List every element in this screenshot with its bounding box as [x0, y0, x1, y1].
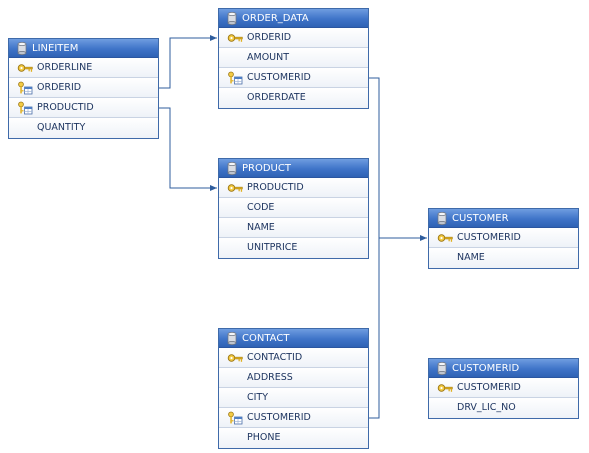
foreign-key-icon: [227, 71, 243, 85]
database-table-icon: [17, 41, 27, 55]
column-name: CUSTOMERID: [247, 412, 311, 423]
foreign-key-icon: [17, 81, 33, 95]
primary-key-icon: [227, 31, 243, 45]
column-name: CUSTOMERID: [457, 232, 521, 243]
column-name: ORDERID: [37, 82, 82, 93]
database-table-icon: [437, 361, 447, 375]
connector-lineitem-orderid-to-order-data: [159, 35, 217, 89]
column-row[interactable]: CUSTOMERID: [429, 228, 578, 248]
column-name: PRODUCTID: [37, 102, 94, 113]
foreign-key-icon: [17, 101, 33, 115]
column-row[interactable]: CUSTOMERID: [429, 378, 578, 398]
column-name: DRV_LIC_NO: [457, 402, 516, 413]
table-customer[interactable]: CUSTOMER CUSTOMERID NAME: [428, 208, 579, 269]
column-row[interactable]: PRODUCTID: [9, 98, 158, 118]
table-header[interactable]: ORDER_DATA: [219, 9, 368, 28]
table-title: CUSTOMER: [452, 212, 509, 224]
column-row[interactable]: CONTACTID: [219, 348, 368, 368]
column-name: NAME: [457, 252, 485, 263]
column-row[interactable]: PHONE: [219, 428, 368, 448]
column-row[interactable]: NAME: [429, 248, 578, 268]
column-name: CODE: [247, 202, 275, 213]
column-name: CONTACTID: [247, 352, 303, 363]
primary-key-icon: [227, 351, 243, 365]
table-header[interactable]: LINEITEM: [9, 39, 158, 58]
column-name: AMOUNT: [247, 52, 290, 63]
table-title: CONTACT: [242, 332, 290, 344]
column-name: UNITPRICE: [247, 242, 298, 253]
table-title: PRODUCT: [242, 162, 291, 174]
column-row[interactable]: ORDERID: [219, 28, 368, 48]
connector-contact-customerid-to-customer: [369, 238, 380, 419]
column-name: ORDERDATE: [247, 92, 306, 103]
table-header[interactable]: CUSTOMER: [429, 209, 578, 228]
column-name: CUSTOMERID: [457, 382, 521, 393]
table-contact[interactable]: CONTACT CONTACTID ADDRESS CITY CUSTOMERI…: [218, 328, 369, 449]
table-header[interactable]: CUSTOMERID: [429, 359, 578, 378]
column-row[interactable]: CODE: [219, 198, 368, 218]
column-name: NAME: [247, 222, 275, 233]
column-name: CUSTOMERID: [247, 72, 311, 83]
column-name: QUANTITY: [37, 122, 86, 133]
column-row[interactable]: CUSTOMERID: [219, 68, 368, 88]
table-customerid[interactable]: CUSTOMERID CUSTOMERID DRV_LIC_NO: [428, 358, 579, 419]
column-row[interactable]: ORDERID: [9, 78, 158, 98]
database-table-icon: [437, 211, 447, 225]
table-header[interactable]: PRODUCT: [219, 159, 368, 178]
primary-key-icon: [437, 381, 453, 395]
database-table-icon: [227, 331, 237, 345]
column-row[interactable]: UNITPRICE: [219, 238, 368, 258]
database-table-icon: [227, 161, 237, 175]
column-row[interactable]: ORDERLINE: [9, 58, 158, 78]
primary-key-icon: [227, 181, 243, 195]
column-row[interactable]: CUSTOMERID: [219, 408, 368, 428]
foreign-key-icon: [227, 411, 243, 425]
database-table-icon: [227, 11, 237, 25]
column-name: ORDERID: [247, 32, 292, 43]
column-name: PRODUCTID: [247, 182, 304, 193]
table-title: LINEITEM: [32, 42, 79, 54]
column-name: CITY: [247, 392, 269, 403]
column-row[interactable]: ORDERDATE: [219, 88, 368, 108]
table-title: CUSTOMERID: [452, 362, 520, 374]
column-row[interactable]: QUANTITY: [9, 118, 158, 138]
column-row[interactable]: NAME: [219, 218, 368, 238]
table-header[interactable]: CONTACT: [219, 329, 368, 348]
primary-key-icon: [437, 231, 453, 245]
column-row[interactable]: AMOUNT: [219, 48, 368, 68]
table-order-data[interactable]: ORDER_DATA ORDERID AMOUNT CUSTOMERID ORD…: [218, 8, 369, 109]
column-row[interactable]: CITY: [219, 388, 368, 408]
connector-lineitem-productid-to-product: [159, 107, 217, 191]
column-name: ADDRESS: [247, 372, 293, 383]
connector-order-data-customerid-to-customer: [369, 77, 427, 241]
column-name: ORDERLINE: [37, 62, 93, 73]
table-title: ORDER_DATA: [242, 12, 309, 24]
column-name: PHONE: [247, 432, 281, 443]
table-product[interactable]: PRODUCT PRODUCTID CODE NAME UNITPRICE: [218, 158, 369, 259]
table-lineitem[interactable]: LINEITEM ORDERLINE ORDERID PRODUCTID QUA…: [8, 38, 159, 139]
primary-key-icon: [17, 61, 33, 75]
column-row[interactable]: ADDRESS: [219, 368, 368, 388]
column-row[interactable]: DRV_LIC_NO: [429, 398, 578, 418]
column-row[interactable]: PRODUCTID: [219, 178, 368, 198]
